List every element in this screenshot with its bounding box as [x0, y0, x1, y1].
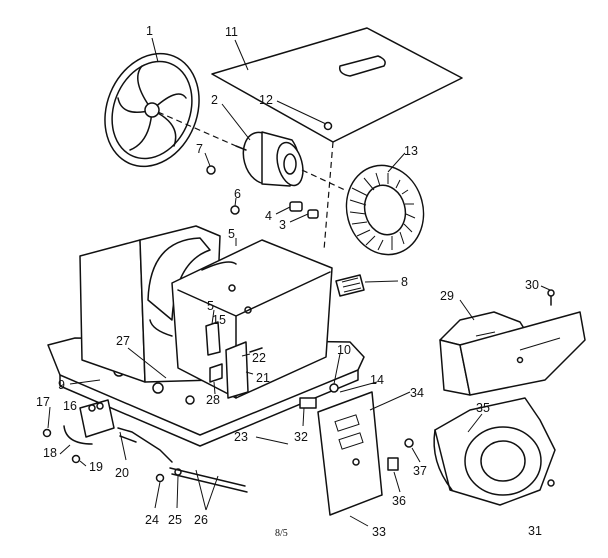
callout-23: 23	[234, 430, 248, 444]
nut-7	[206, 165, 216, 175]
callout-9: 9	[58, 378, 65, 392]
screw-31	[547, 479, 555, 487]
callout-10: 10	[337, 343, 351, 357]
callout-16: 16	[63, 399, 77, 413]
callout-13: 13	[404, 144, 418, 158]
callout-25: 25	[168, 513, 182, 527]
part-36	[387, 457, 399, 471]
callout-5-lower: 5	[207, 299, 214, 313]
callout-36: 36	[392, 494, 406, 508]
callout-24: 24	[145, 513, 159, 527]
callout-8: 8	[401, 275, 408, 289]
callout-26: 26	[194, 513, 208, 527]
callout-4: 4	[265, 209, 272, 223]
callout-12: 12	[259, 93, 273, 107]
callout-35: 35	[476, 401, 490, 415]
lower-parts	[117, 427, 248, 493]
part-37	[404, 438, 414, 448]
callout-15: 15	[212, 313, 226, 327]
fan-blade	[104, 52, 237, 168]
blower-wheel	[345, 164, 425, 256]
part-32	[299, 397, 317, 409]
callout-18: 18	[43, 446, 57, 460]
motor-hardware	[206, 121, 333, 219]
wire-22	[249, 347, 263, 353]
callout-11: 11	[225, 25, 238, 39]
blower-housing-top	[439, 311, 586, 396]
top-panel	[211, 27, 463, 251]
filter	[335, 274, 365, 297]
callout-17: 17	[36, 395, 50, 409]
callout-labels: 1 11 2 12 13 7 6 4 3 5 8 29 30 5 15 27 1…	[36, 24, 542, 539]
callout-29: 29	[440, 289, 454, 303]
access-panel	[317, 391, 383, 516]
bushing-3	[307, 209, 319, 219]
leader-lines	[47, 37, 551, 527]
callout-1: 1	[146, 24, 153, 38]
screw-30	[547, 289, 555, 297]
callout-21: 21	[256, 371, 270, 385]
capacitor	[42, 399, 115, 464]
callout-7: 7	[196, 142, 203, 156]
relay-28	[209, 363, 223, 383]
bracket-15	[205, 321, 221, 356]
screw-19	[71, 454, 81, 464]
callout-6: 6	[234, 187, 241, 201]
screw-12	[323, 121, 333, 131]
blower-scroll	[433, 397, 556, 506]
callout-14: 14	[370, 373, 384, 387]
callout-30: 30	[525, 278, 539, 292]
callout-3: 3	[279, 218, 286, 232]
fan-motor	[235, 131, 346, 191]
bushing-4	[289, 201, 303, 212]
callout-32: 32	[294, 430, 308, 444]
screw-10	[329, 383, 339, 393]
callout-27: 27	[116, 334, 130, 348]
callout-37: 37	[413, 464, 427, 478]
page-number: 8/5	[275, 528, 288, 539]
callout-28: 28	[206, 393, 220, 407]
callout-33: 33	[372, 525, 386, 539]
callout-34: 34	[410, 386, 424, 400]
control-board-21	[225, 341, 249, 399]
cabinet	[171, 239, 333, 399]
callout-19: 19	[89, 460, 103, 474]
screw-17	[42, 428, 52, 438]
callout-20: 20	[115, 466, 129, 480]
callout-31: 31	[528, 524, 542, 538]
callout-22: 22	[252, 351, 266, 365]
right-hardware	[299, 289, 555, 487]
nut-6	[230, 205, 240, 215]
callout-2: 2	[211, 93, 218, 107]
callout-5-upper: 5	[228, 227, 235, 241]
screw-24	[155, 473, 165, 483]
